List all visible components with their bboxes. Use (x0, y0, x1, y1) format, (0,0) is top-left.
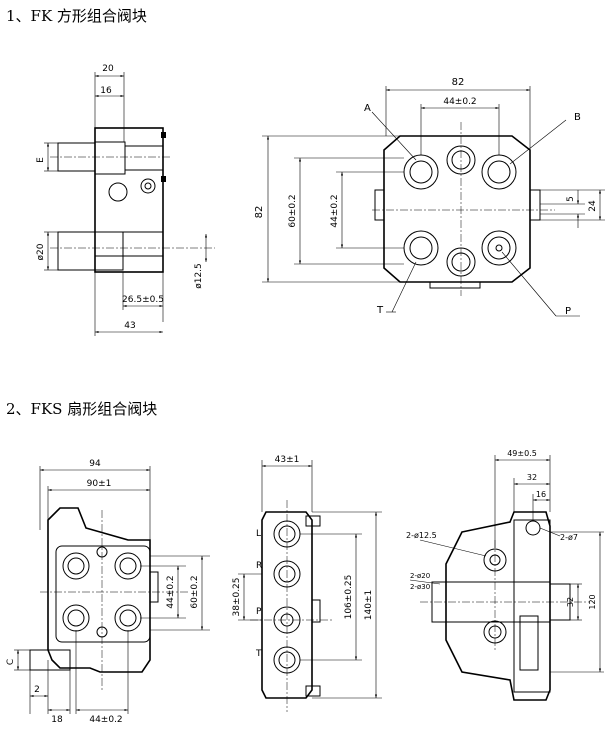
fks-b-dim-38: 38±0.25 (232, 577, 242, 616)
fk-front-label-B: B (574, 112, 581, 123)
fks-b-dim-140: 140±1 (364, 590, 374, 620)
fk-front-view: 82 44±0.2 A B T P 82 60±0.2 44±0.2 (254, 77, 605, 317)
fk-side-dim-43: 43 (124, 321, 135, 331)
fks-a-dim-44-bottom: 44±0.2 (89, 715, 122, 725)
fk-side-block (94, 127, 164, 273)
fk-front-dim-82-left: 82 (254, 206, 265, 219)
fk-side-dim-E: E (36, 157, 46, 163)
fks-b-dim-106: 106±0.25 (344, 575, 354, 620)
fk-front-dim-5: 5 (566, 196, 576, 202)
fks-b-label-P: P (256, 607, 262, 617)
fk-side-dim-20: 20 (102, 64, 114, 74)
fk-side-dim-26-5: 26.5±0.5 (122, 295, 164, 305)
fks-view-c: 49±0.5 32 16 2-ø12.5 2-ø7 2-ø20 2-ø30 32… (406, 449, 604, 701)
fk-front-dim-44-top: 44±0.2 (443, 97, 476, 107)
fks-c-label-phi7: 2-ø7 (560, 533, 578, 542)
fk-front-dim-60: 60±0.2 (288, 194, 298, 227)
fks-c-label-phi20: 2-ø20 (410, 572, 430, 580)
fks-c-outline (445, 511, 551, 701)
fks-c-dim-16: 16 (536, 490, 546, 499)
fks-c-dim-32-side: 32 (566, 597, 575, 607)
fk-front-label-T: T (376, 305, 384, 316)
fks-a-dim-2: 2 (34, 685, 40, 695)
fks-a-dim-90: 90±1 (87, 479, 112, 489)
fks-b-dim-43: 43±1 (275, 455, 300, 465)
fks-a-label-C: C (6, 659, 16, 665)
fks-view-b: L R P T 43±1 38±0.25 106±0.25 140±1 (232, 455, 382, 712)
fk-front-dim-82-top: 82 (452, 77, 465, 88)
fk-front-label-P: P (565, 306, 571, 317)
fks-c-dim-120: 120 (588, 594, 597, 609)
fk-side-dia12-5: ø12.5 (194, 263, 204, 289)
fk-side-view: 20 16 E ø20 ø12.5 26.5±0.5 43 (36, 64, 215, 336)
fk-front-dim-44-left: 44±0.2 (330, 194, 340, 227)
fk-front-block (383, 135, 531, 283)
fks-a-dim-60-right: 60±0.2 (190, 575, 200, 608)
fks-c-label-phi12-5: 2-ø12.5 (406, 531, 437, 540)
fks-b-label-L: L (256, 529, 261, 539)
fk-heading: 1、FK 方形组合阀块 (6, 7, 147, 25)
fks-c-dim-32: 32 (527, 473, 537, 482)
fks-b-outline (261, 511, 313, 699)
fks-c-dim-49: 49±0.5 (507, 449, 537, 458)
fks-a-outline (47, 507, 151, 673)
fk-front-label-A: A (364, 103, 371, 114)
fks-a-dim-94: 94 (89, 459, 101, 469)
fk-side-dia20: ø20 (36, 243, 46, 260)
fks-a-dim-18: 18 (51, 715, 63, 725)
fks-b-label-T: T (255, 649, 262, 659)
fk-side-dim-16: 16 (100, 86, 112, 96)
fk-front-dim-24: 24 (588, 200, 598, 212)
fks-c-label-phi30: 2-ø30 (410, 583, 430, 591)
fks-view-a: 94 90±1 44±0.2 60±0.2 C 2 18 44±0.2 (6, 459, 210, 725)
fks-a-dim-44-right: 44±0.2 (166, 575, 176, 608)
fks-b-label-R: R (256, 561, 262, 571)
fks-heading: 2、FKS 扇形组合阀块 (6, 400, 158, 418)
